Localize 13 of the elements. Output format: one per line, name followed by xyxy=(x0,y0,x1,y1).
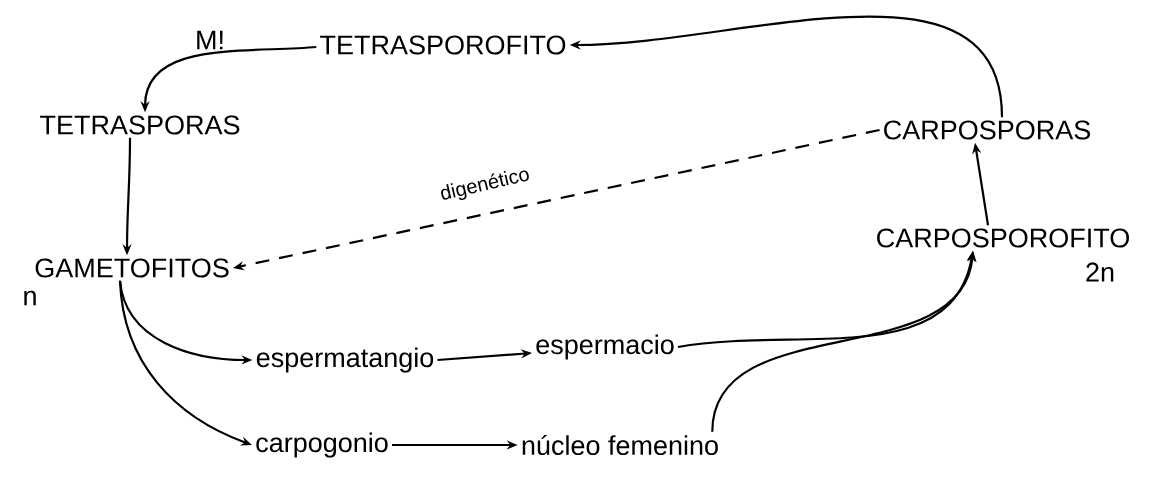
stage-label: carpogonio xyxy=(256,432,388,458)
stage-label: GAMETOFITOS xyxy=(35,258,229,278)
stage-label: CARPOSPOROFITO xyxy=(877,228,1129,248)
ploidy-label: 2n xyxy=(1086,262,1114,282)
stage-label: núcleo femenino xyxy=(522,434,718,456)
stage-label: espermatangio xyxy=(256,347,434,373)
stage-label: espermacio xyxy=(536,334,674,360)
stage-label: TETRASPORAS xyxy=(40,115,240,135)
edge-label: digenético xyxy=(441,170,529,200)
stage-label: CARPOSPORAS xyxy=(884,120,1091,140)
mutation-note: M! xyxy=(197,30,223,50)
stage-label: TETRASPOROFITO xyxy=(320,35,566,55)
ploidy-label: n xyxy=(24,290,36,306)
